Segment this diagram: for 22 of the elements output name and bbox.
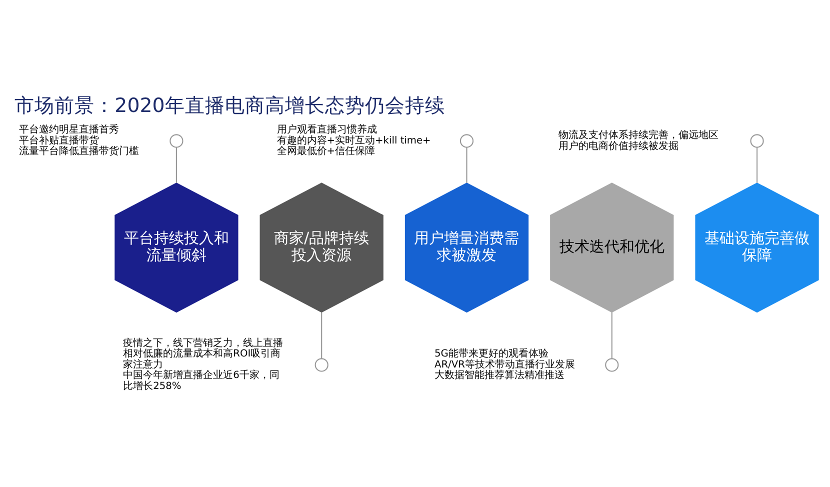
node-label: AR/VR等技术带动直播行业发展 [434,358,575,370]
node-label: 流量平台降低直播带货门槛 [18,146,139,157]
node-label: 疫情之下，线下营销乏力，线上直播相对低廉的流量成本和高ROI吸引商家注意力 [123,337,284,370]
node-circle [170,134,184,148]
node-circle [314,358,328,372]
node-label: 用户观看直播习惯养成 [276,124,377,136]
node-label: 物流及支付体系持续完善，偏远地区用户的电商价值持续被发掘 [558,130,719,152]
node-label: 平台邀约明星直播首秀 [18,124,119,136]
node-label: 5G能带来更好的观看体验 [434,348,548,360]
connector [611,312,612,358]
connector [321,312,322,358]
diagram-title: 市场前景：2020年直播电商高增长态势仍会持续 [14,93,445,116]
node-label: 有趣的内容+实时互动+kill time+全网最低价+信任保障 [276,134,431,157]
node-label: 大数据智能推荐算法精准推送 [434,370,564,381]
connector [176,147,177,182]
node-label: 中国今年新增直播企业近6千家，同比增长258% [123,370,280,392]
node-circle [750,134,764,148]
node-circle [460,134,474,148]
node-circle [605,358,619,372]
node-label: 平台补贴直播带货 [18,134,99,146]
connector [466,147,468,182]
connector [756,147,758,182]
